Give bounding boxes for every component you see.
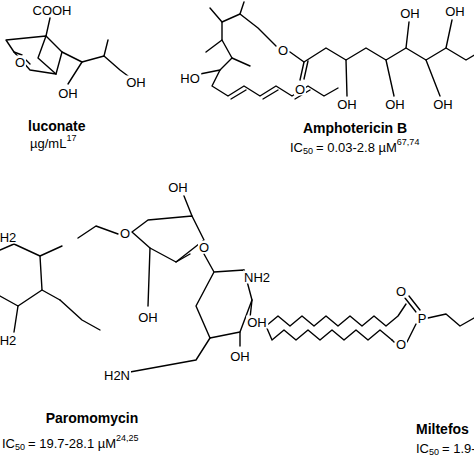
atom-label: OH bbox=[125, 76, 147, 89]
atom-label: HO bbox=[179, 72, 201, 85]
atom-label: O bbox=[14, 56, 26, 69]
atom-label: O bbox=[119, 227, 131, 240]
atom-label: OH bbox=[336, 98, 358, 111]
atom-label: O bbox=[277, 44, 289, 57]
atom-label: COOH bbox=[32, 4, 73, 17]
atom-label: H2 bbox=[0, 231, 17, 244]
reference-script: 50 bbox=[429, 448, 439, 457]
atom-label: P bbox=[417, 312, 428, 325]
activity-value: µg/mL bbox=[30, 137, 66, 150]
atom-label: H2N bbox=[103, 369, 131, 382]
gluconate-structure bbox=[6, 18, 128, 84]
atom-label: H2 bbox=[0, 334, 17, 347]
activity-value: = 19.7-28.1 µM bbox=[28, 437, 116, 450]
reference-script: 67,74 bbox=[397, 138, 420, 147]
atom-label: OH bbox=[229, 350, 251, 363]
compound-name: Paromomycin bbox=[46, 411, 139, 425]
compound-name: luconate bbox=[28, 119, 86, 133]
atom-label: O bbox=[395, 285, 407, 298]
activity-value: IC bbox=[416, 442, 429, 455]
compound-name: Miltefos bbox=[416, 422, 469, 436]
amphotericin-structure bbox=[200, 2, 474, 99]
atom-label: OH bbox=[57, 87, 79, 100]
atom-label: O bbox=[294, 83, 306, 96]
paromomycin-structure bbox=[0, 196, 252, 372]
atom-label: OH bbox=[444, 5, 466, 18]
atom-label: OH bbox=[432, 98, 454, 111]
atom-label: OH bbox=[399, 7, 421, 20]
reference-script: 24,25 bbox=[116, 434, 139, 443]
reference-script: 17 bbox=[66, 134, 76, 143]
atom-label: OH bbox=[384, 98, 406, 111]
compound-name: Amphotericin B bbox=[303, 121, 407, 135]
atom-label: OH bbox=[167, 181, 189, 194]
atom-label: NH2 bbox=[243, 271, 271, 284]
reference-script: 50 bbox=[303, 147, 313, 156]
atom-label: OH bbox=[246, 316, 268, 329]
activity-value: = 1.9-68 bbox=[442, 442, 474, 455]
reference-script: 50 bbox=[15, 443, 25, 452]
miltefosine-structure bbox=[266, 296, 474, 342]
atom-label: OH bbox=[137, 311, 159, 324]
atom-label: O bbox=[395, 338, 407, 351]
activity-value: IC bbox=[2, 437, 15, 450]
activity-value: IC bbox=[290, 141, 303, 154]
atom-label: O bbox=[198, 241, 210, 254]
activity-value: = 0.03-2.8 µM bbox=[316, 141, 397, 154]
